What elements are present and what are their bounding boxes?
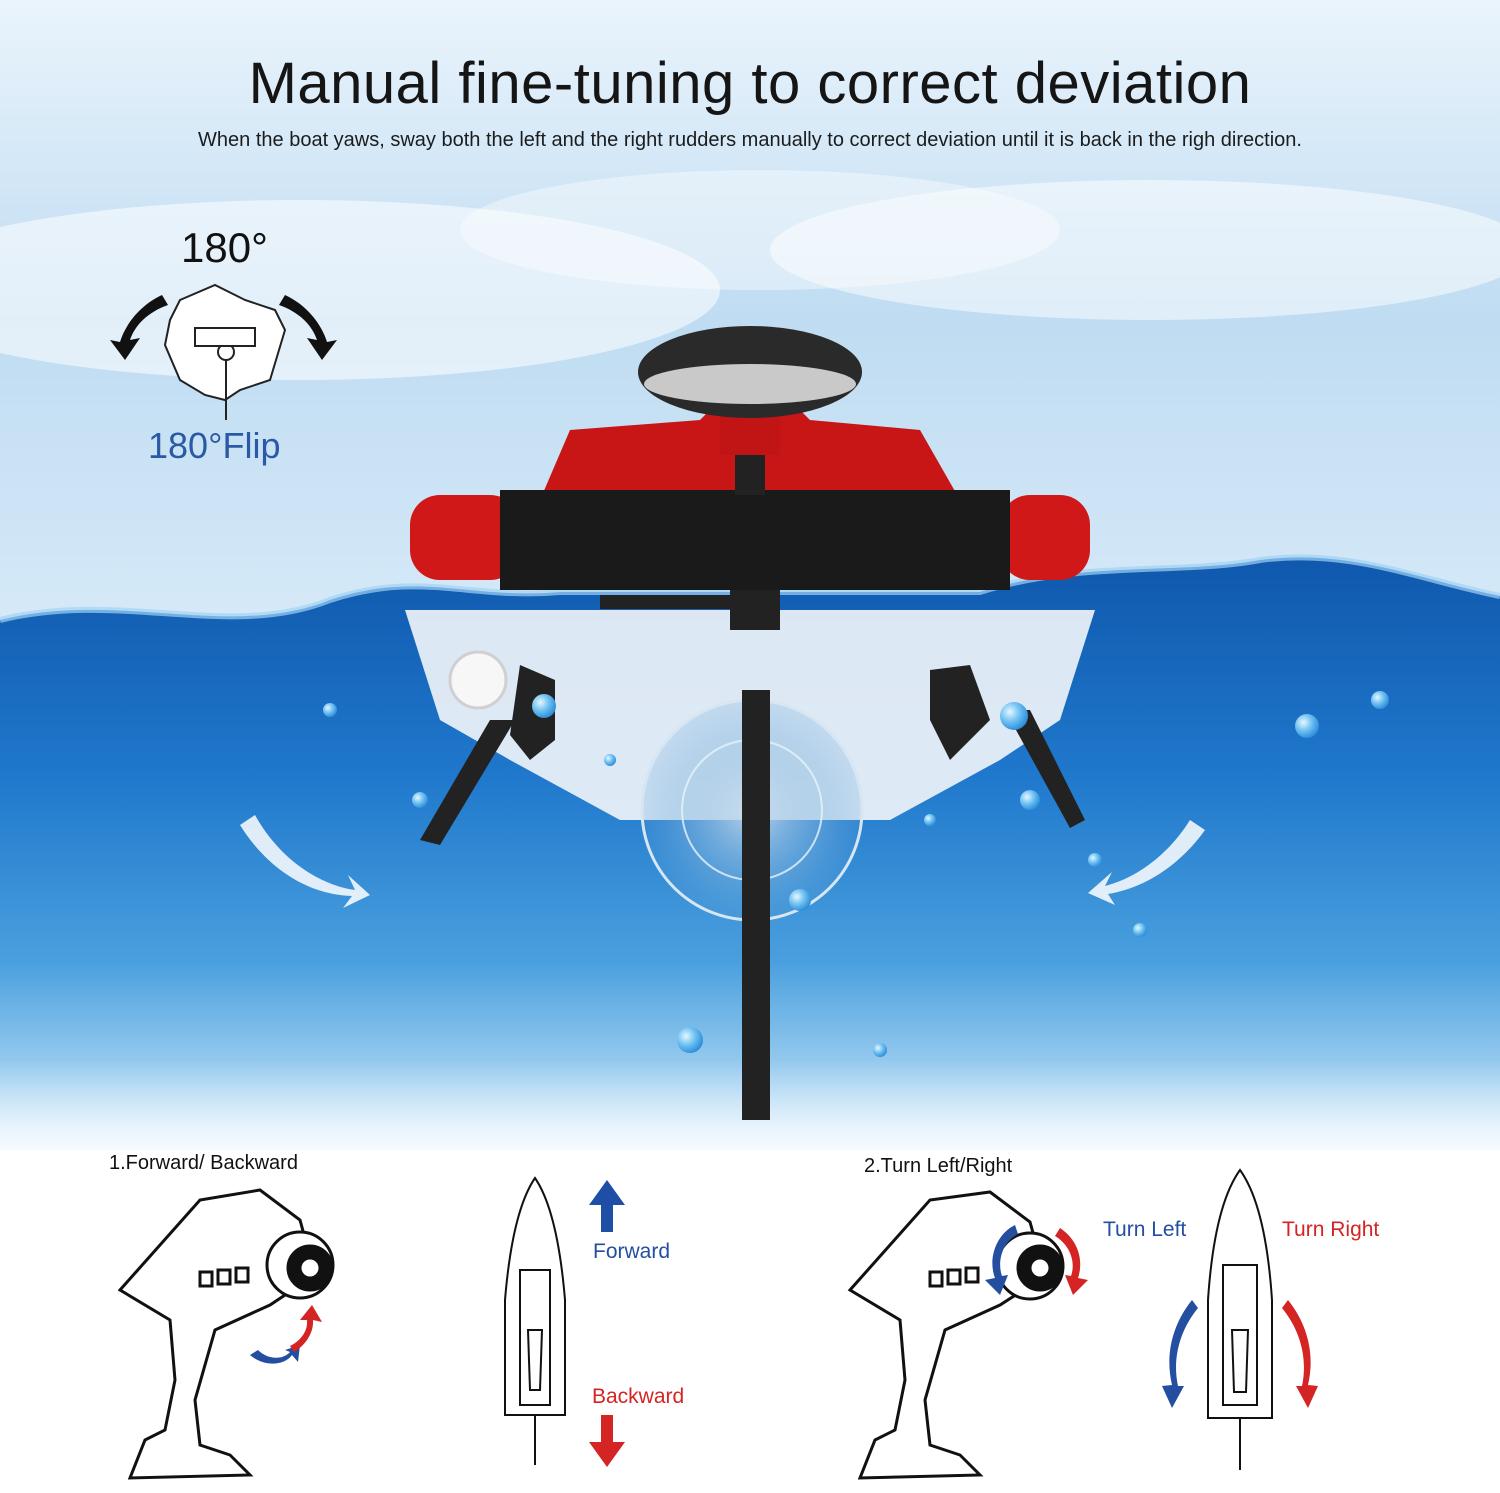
step-1-caption: 1.Forward/ Backward xyxy=(109,1152,298,1174)
rotate-right-arrow-icon xyxy=(279,295,337,360)
page-title: Manual fine-tuning to correct deviation xyxy=(248,51,1252,116)
boat-hull-bottom xyxy=(405,590,1095,1120)
page-subtitle: When the boat yaws, sway both the left a… xyxy=(198,129,1302,151)
turn-right-label: Turn Right xyxy=(1282,1218,1380,1241)
turn-right-arrow-icon xyxy=(1282,1300,1318,1408)
bubbles xyxy=(323,691,1389,1057)
forward-arrow-icon xyxy=(589,1180,625,1232)
step-2-caption: 2.Turn Left/Right xyxy=(864,1155,1013,1177)
rotate-arrow-left-icon xyxy=(240,815,370,908)
rotate-arrow-right-icon xyxy=(1088,820,1205,905)
turn-left-arrow-icon xyxy=(1162,1300,1198,1408)
flip-label: 180°Flip xyxy=(148,425,281,466)
boat-top-view-2 xyxy=(1207,1168,1273,1470)
boat-hull-top xyxy=(410,326,1090,590)
wheel-turn-right-arrow-icon xyxy=(1055,1228,1088,1295)
steer-red-arrow-icon xyxy=(290,1305,322,1352)
backward-label: Backward xyxy=(592,1385,685,1408)
turn-left-label: Turn Left xyxy=(1103,1218,1187,1241)
wheel-turn-left-arrow-icon xyxy=(985,1225,1018,1295)
steer-blue-arrow-icon xyxy=(250,1345,300,1364)
boat-top-view-1 xyxy=(504,1176,566,1465)
remote-controller-1 xyxy=(117,1188,335,1480)
rotate-left-arrow-icon xyxy=(110,295,168,360)
flip-degrees-label: 180° xyxy=(181,224,268,271)
forward-label: Forward xyxy=(593,1240,671,1263)
backward-arrow-icon xyxy=(589,1415,625,1467)
flip-boat-icon xyxy=(163,283,287,420)
